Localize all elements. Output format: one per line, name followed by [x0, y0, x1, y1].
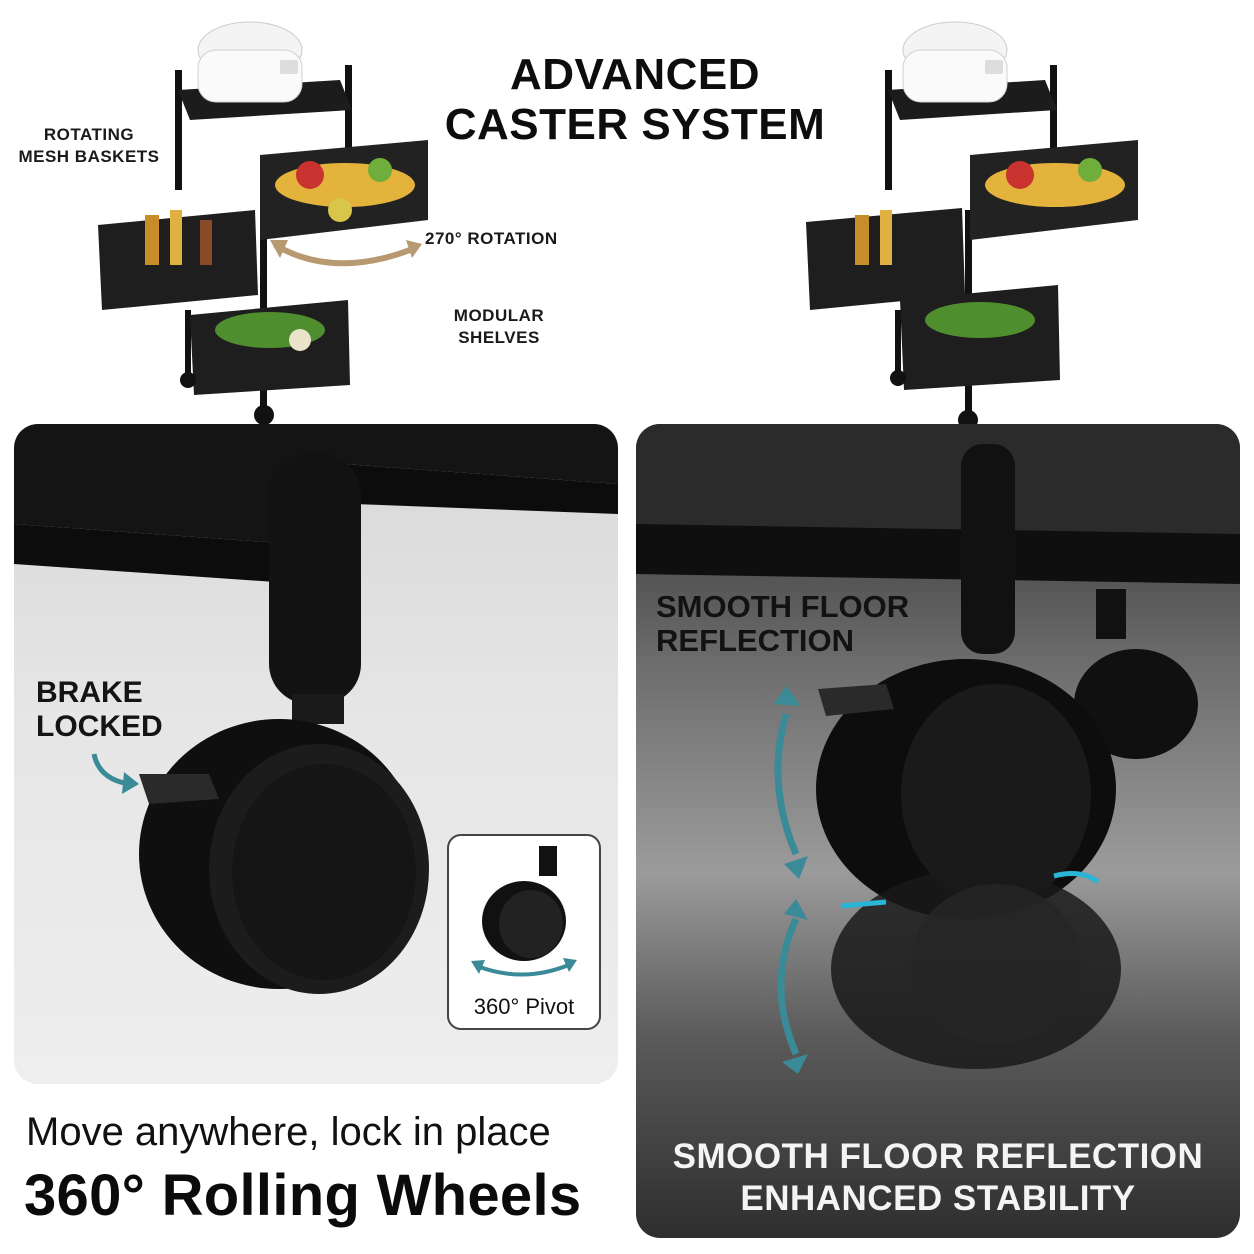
mesh-basket-icon: [806, 208, 965, 310]
tagline: Move anywhere, lock in place: [26, 1110, 551, 1154]
rice-cooker-icon: [197, 21, 303, 103]
caster-wheel-icon: [471, 846, 577, 977]
rotation-arrow-icon: [273, 242, 417, 267]
mesh-basket-icon: [970, 140, 1138, 240]
mesh-basket-icon: [900, 285, 1060, 390]
callout-270-rotation: 270° ROTATION: [425, 229, 558, 248]
caster-wheel-icon: [14, 424, 618, 994]
headline-title: ADVANCED CASTER SYSTEM: [444, 50, 826, 149]
reflection-wheel-panel: SMOOTH FLOOR REFLECTION: [636, 424, 1240, 1238]
rolling-cart-icon: [806, 21, 1138, 430]
curved-arrow-icon: [777, 917, 800, 1056]
pivot-label: 360° Pivot: [473, 994, 575, 1019]
rice-cooker-icon: [902, 21, 1008, 103]
mesh-basket-icon: [190, 300, 350, 395]
feature-title: 360° Rolling Wheels: [24, 1163, 582, 1228]
cart-illustration-right: [800, 10, 1150, 430]
cart-illustration-left: [90, 10, 440, 430]
smooth-floor-reflection-label: SMOOTH FLOOR REFLECTION: [656, 589, 910, 658]
callout-rotating-mesh-baskets: ROTATING MESH BASKETS: [18, 125, 160, 166]
brake-locked-label: BRAKE LOCKED: [36, 676, 163, 743]
caster-wheel-icon: [636, 424, 1240, 1074]
curved-arrow-icon: [774, 713, 800, 856]
rotation-arrow-icon: [476, 962, 572, 977]
rolling-cart-icon: [98, 21, 428, 425]
pivot-inset: 360° Pivot: [447, 834, 601, 1030]
stability-caption: SMOOTH FLOOR REFLECTION ENHANCED STABILI…: [672, 1137, 1204, 1218]
mesh-basket-icon: [260, 140, 428, 240]
mesh-basket-icon: [98, 210, 258, 310]
callout-modular-shelves: MODULAR SHELVES: [453, 306, 545, 347]
